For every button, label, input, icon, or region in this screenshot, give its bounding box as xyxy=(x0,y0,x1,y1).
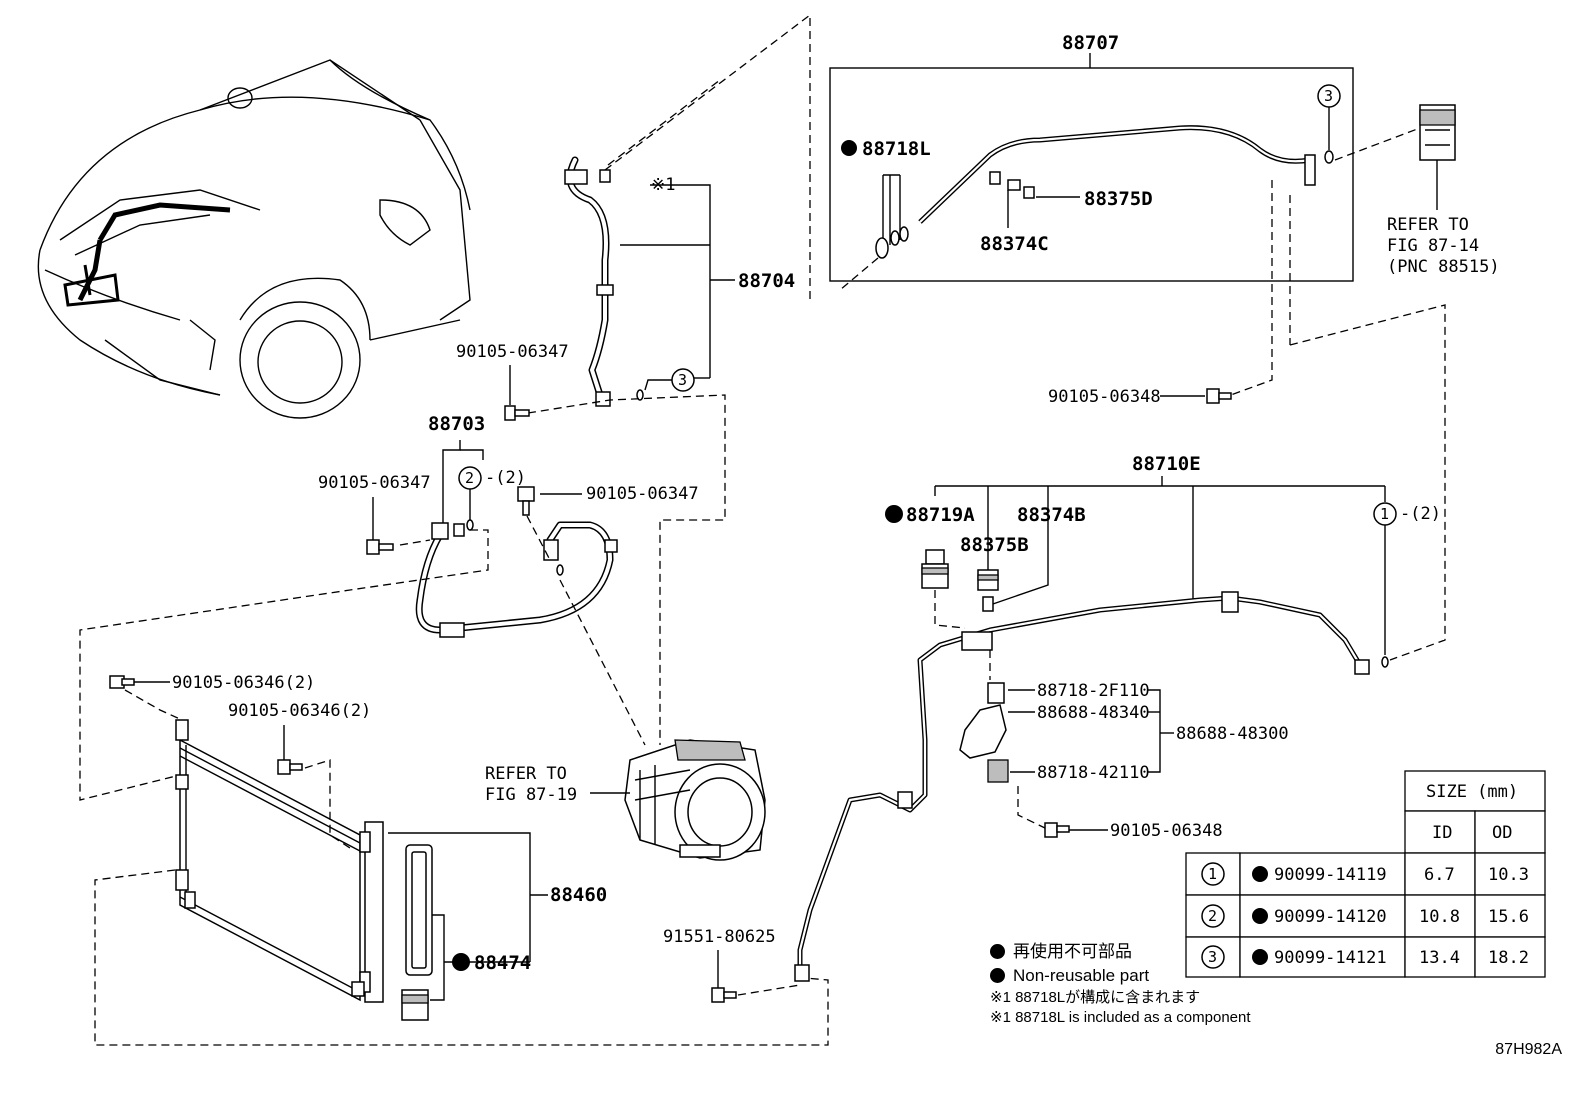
ref-fig-87-14: REFER TO FIG 87-14 (PNC 88515) xyxy=(1387,104,1500,277)
size-row-ref: 2 xyxy=(1208,907,1217,925)
callout-88688-48340: 88688-48340 xyxy=(1037,703,1150,723)
note-en: ※1 88718L is included as a component xyxy=(990,1009,1251,1026)
bolt-91551-80625: 91551-80625 xyxy=(663,927,776,1003)
note-jp: ※1 88718Lが構成に含まれます xyxy=(990,989,1201,1006)
callout-88718L: 88718L xyxy=(862,138,931,160)
size-table: SIZE (mm) ID OD 1 90099-14119 6.7 10.3 2… xyxy=(1185,770,1546,978)
callout-88704: 88704 xyxy=(738,270,795,292)
bolt-90105-06346-b: 90105-06346(2) xyxy=(228,701,371,775)
diagram-id: 87H982A xyxy=(1495,1041,1562,1058)
legend-en: Non-reusable part xyxy=(990,964,1330,988)
callout-88707: 88707 xyxy=(1062,32,1119,54)
callout-88703: 88703 xyxy=(428,413,485,435)
ref-87-14-line3: (PNC 88515) xyxy=(1387,257,1500,277)
qty-2-b: -(2) xyxy=(1400,504,1441,524)
callout-88688-48300: 88688-48300 xyxy=(1176,724,1289,744)
size-row-od: 15.6 xyxy=(1488,907,1529,927)
ring-2-hose: 2 xyxy=(465,469,474,487)
size-table-col-id: ID xyxy=(1432,823,1452,843)
filled-dot-icon xyxy=(990,944,1005,959)
callout-90105-06348-bottom: 90105-06348 xyxy=(1110,821,1223,841)
note-mark-1: ※1 xyxy=(651,175,675,195)
bolt-90105-06346-a: 90105-06346(2) xyxy=(109,673,315,693)
ring-1: 1 xyxy=(1380,505,1389,523)
ref-87-14-line1: REFER TO xyxy=(1387,215,1469,235)
size-row-id: 10.8 xyxy=(1419,907,1460,927)
hose-88703: 88703 2 -(2) xyxy=(415,413,618,638)
pipe-88710E: 88710E 88719A 88374B 88375B 1 -(2) xyxy=(794,453,1441,982)
compressor xyxy=(624,739,766,861)
assembly-88707: 88707 88718L 88375D 88374C 3 xyxy=(829,32,1354,291)
bracket-88688-48300: 88718-2F110 88688-48340 88718-42110 8868… xyxy=(959,681,1289,783)
size-table-row: 2 90099-14120 10.8 15.6 xyxy=(1185,894,1546,938)
ref-87-19-line1: REFER TO xyxy=(485,764,567,784)
size-table-title: SIZE (mm) xyxy=(1426,782,1518,802)
size-row-id: 6.7 xyxy=(1424,865,1455,885)
size-row-ref: 1 xyxy=(1208,865,1217,883)
callout-90105-06348-top: 90105-06348 xyxy=(1048,387,1161,407)
callout-90105-06347-top: 90105-06347 xyxy=(456,342,569,362)
hose-88704: ※1 88704 3 xyxy=(564,156,795,407)
callout-88374C: 88374C xyxy=(980,233,1049,255)
callout-90105-06346-b: 90105-06346(2) xyxy=(228,701,371,721)
ref-87-14-line2: FIG 87-14 xyxy=(1387,236,1479,256)
filled-dot-icon xyxy=(990,968,1005,983)
callout-88718-42110: 88718-42110 xyxy=(1037,763,1150,783)
callout-90105-06347-mid: 90105-06347 xyxy=(586,484,699,504)
qty-2-a: -(2) xyxy=(485,468,526,488)
bolt-90105-06348-top: 90105-06348 xyxy=(1048,387,1232,407)
callout-88719A: 88719A xyxy=(906,504,975,526)
size-table-row: 3 90099-14121 13.4 18.2 xyxy=(1185,936,1546,978)
ref-87-19-line2: FIG 87-19 xyxy=(485,785,577,805)
callout-88710E: 88710E xyxy=(1132,453,1201,475)
condenser-88460: 88460 88474 xyxy=(175,719,607,1021)
callout-88474: 88474 xyxy=(474,952,531,974)
size-row-part: 90099-14120 xyxy=(1274,907,1387,927)
callout-88375D: 88375D xyxy=(1084,188,1153,210)
callout-88460: 88460 xyxy=(550,884,607,906)
callout-90105-06346-a: 90105-06346(2) xyxy=(172,673,315,693)
vehicle-illustration xyxy=(37,59,471,419)
legend-jp: 再使用不可部品 xyxy=(990,940,1330,964)
size-row-od: 10.3 xyxy=(1488,865,1529,885)
bolt-90105-06348-bottom: 90105-06348 xyxy=(1044,821,1223,841)
size-row-od: 18.2 xyxy=(1488,948,1529,968)
size-table-row: 1 90099-14119 6.7 10.3 xyxy=(1185,852,1546,896)
size-row-part: 90099-14119 xyxy=(1274,865,1387,885)
ring-3-top: 3 xyxy=(1324,87,1333,105)
size-row-part: 90099-14121 xyxy=(1274,948,1387,968)
size-table-col-od: OD xyxy=(1492,823,1512,843)
bolt-90105-06347-top: 90105-06347 xyxy=(456,342,569,421)
size-row-id: 13.4 xyxy=(1419,948,1460,968)
callout-88375B: 88375B xyxy=(960,534,1029,556)
legend: 再使用不可部品 Non-reusable part ※1 88718Lが構成に含… xyxy=(990,940,1330,1028)
callout-91551-80625: 91551-80625 xyxy=(663,927,776,947)
size-row-ref: 3 xyxy=(1208,948,1217,966)
bolt-90105-06347-mid: 90105-06347 xyxy=(517,484,699,516)
callout-88374B: 88374B xyxy=(1017,504,1086,526)
callout-88718-2F110: 88718-2F110 xyxy=(1037,681,1150,701)
ring-3-hose: 3 xyxy=(678,371,687,389)
bolt-90105-06347-left: 90105-06347 xyxy=(318,473,431,555)
callout-90105-06347-left: 90105-06347 xyxy=(318,473,431,493)
